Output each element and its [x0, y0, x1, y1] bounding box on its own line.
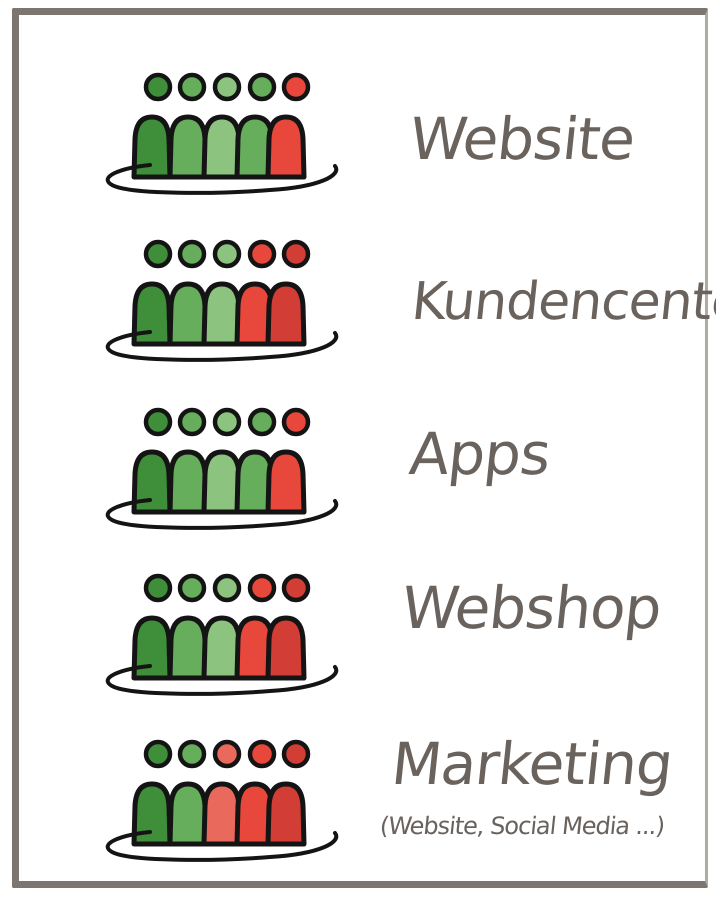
person-body — [265, 114, 307, 180]
people-svg — [105, 72, 339, 195]
category-label: Webshop — [398, 574, 665, 642]
person-head — [247, 239, 277, 269]
people-svg — [105, 573, 339, 696]
person-head — [212, 739, 242, 769]
person-head — [177, 739, 207, 769]
person-head — [247, 407, 277, 437]
people-group — [90, 722, 360, 872]
person-body — [265, 615, 307, 681]
ground-ellipse — [105, 330, 339, 362]
person-body — [131, 781, 173, 847]
person-body — [265, 281, 307, 347]
category-label: Kundencenter — [408, 272, 716, 332]
row-webshop: Webshop — [90, 556, 690, 706]
person-body — [265, 781, 307, 847]
person-body — [167, 281, 209, 347]
ground-ellipse — [105, 163, 339, 195]
person-head — [143, 72, 173, 102]
row-apps: Apps — [90, 390, 690, 540]
person-head — [177, 72, 207, 102]
person-head — [281, 739, 311, 769]
person-body — [201, 114, 243, 180]
person-head — [177, 573, 207, 603]
people-group — [90, 222, 360, 372]
people-svg — [105, 239, 339, 362]
person-body — [131, 449, 173, 515]
person-head — [143, 573, 173, 603]
row-kundencenter: Kundencenter — [90, 222, 716, 372]
person-head — [281, 239, 311, 269]
people-group — [90, 55, 360, 205]
category-label: Apps — [406, 420, 554, 488]
ground-ellipse — [105, 498, 339, 530]
person-body — [201, 615, 243, 681]
people-svg — [105, 739, 339, 862]
person-body — [167, 449, 209, 515]
person-body — [131, 114, 173, 180]
ground-ellipse — [105, 664, 339, 696]
person-head — [281, 407, 311, 437]
row-website: Website — [90, 55, 690, 205]
category-sublabel: (Website, Social Media ...) — [378, 812, 666, 840]
person-body — [167, 114, 209, 180]
person-body — [131, 281, 173, 347]
person-body — [167, 615, 209, 681]
person-head — [281, 72, 311, 102]
person-head — [143, 239, 173, 269]
person-head — [247, 573, 277, 603]
picture-frame — [12, 8, 708, 888]
person-head — [143, 739, 173, 769]
person-head — [281, 573, 311, 603]
people-group — [90, 556, 360, 706]
person-head — [143, 407, 173, 437]
person-head — [247, 739, 277, 769]
person-body — [201, 449, 243, 515]
person-body — [265, 449, 307, 515]
row-marketing: Marketing (Website, Social Media ...) — [90, 722, 690, 872]
person-head — [177, 407, 207, 437]
person-head — [212, 407, 242, 437]
person-head — [177, 239, 207, 269]
person-body — [201, 281, 243, 347]
person-head — [212, 239, 242, 269]
people-group — [90, 390, 360, 540]
person-head — [212, 72, 242, 102]
category-label: Marketing — [388, 730, 676, 798]
people-svg — [105, 407, 339, 530]
category-label: Website — [406, 105, 638, 173]
person-head — [212, 573, 242, 603]
person-body — [201, 781, 243, 847]
person-body — [167, 781, 209, 847]
person-body — [131, 615, 173, 681]
person-head — [247, 72, 277, 102]
ground-ellipse — [105, 830, 339, 862]
